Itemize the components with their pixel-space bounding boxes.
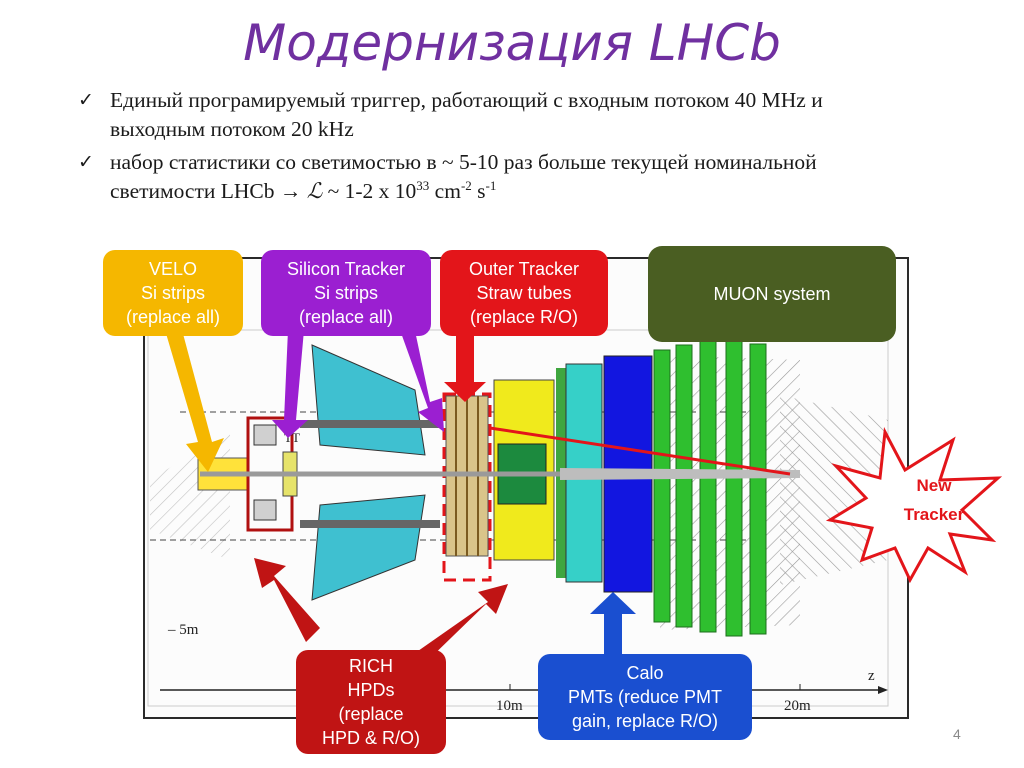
velo-label: VELO Si strips (replace all)	[103, 257, 243, 329]
axis-tick-20m: 20m	[784, 698, 811, 714]
rich-arrow-left	[254, 558, 320, 642]
unit-s: s	[471, 179, 486, 203]
velo-callout-box	[103, 250, 243, 336]
page-number: 4	[953, 726, 961, 742]
magnet-yoke-top	[300, 420, 440, 428]
z-axis-arrow	[878, 686, 888, 694]
bullet-item-luminosity: ✓ набор статистики со светимостью в ~ 5-…	[78, 148, 978, 206]
checkmark-icon: ✓	[78, 89, 94, 111]
rich-callout-box	[296, 650, 446, 754]
calo-callout-box	[538, 654, 752, 740]
velo-label-line3: (replace all)	[125, 307, 221, 327]
rich-arrow-right	[408, 584, 508, 668]
new-tracker-label: New Tracker	[870, 471, 998, 529]
new-tracker-label-line2: Tracker	[903, 505, 965, 524]
bullet-list: ✓ Единый програмируемый триггер, работаю…	[78, 86, 978, 210]
outer-tracker-arrow	[444, 334, 486, 402]
muon-system-label: MUON system	[713, 284, 831, 304]
silicon-tracker-label: Silicon Tracker Si strips (replace all)	[261, 257, 431, 329]
velo-label-line2: Si strips	[140, 283, 205, 303]
muon-station-m4	[699, 339, 717, 633]
beam-pipe-end	[560, 468, 800, 480]
outer-tracker-label-line3: (replace R/O)	[469, 307, 579, 327]
silicon-tracker-label-line1: Silicon Tracker	[286, 259, 406, 279]
bullet-item-trigger: ✓ Единый програмируемый триггер, работаю…	[78, 86, 978, 144]
unit-cm: cm	[429, 179, 461, 203]
calo-label-line2: PMTs (reduce PMT	[567, 687, 723, 707]
exponent-minus1: -1	[485, 177, 497, 193]
velo-label-line1: VELO	[148, 259, 198, 279]
new-tracker-label-line1: New	[916, 476, 952, 495]
silicon-tracker-label-line2: Si strips	[313, 283, 378, 303]
rich-label: RICH HPDs (replace HPD & R/O)	[296, 654, 446, 750]
luminosity-symbol: ℒ	[306, 179, 323, 204]
calo-label-line1: Calo	[626, 663, 664, 683]
calo-label-line3: gain, replace R/O)	[571, 711, 719, 731]
rich-label-line2: HPDs	[347, 680, 395, 700]
checkmark-icon: ✓	[78, 151, 94, 173]
outer-tracker-label: Outer Tracker Straw tubes (replace R/O)	[440, 257, 608, 329]
muon-callout-box	[648, 246, 896, 342]
rich1-mirror-top	[253, 424, 277, 446]
exponent-33: 33	[416, 177, 430, 193]
outer-tracker-label-line2: Straw tubes	[476, 283, 572, 303]
silicon-tracker-callout-box	[261, 250, 431, 336]
rich-label-line4: HPD & R/O)	[321, 728, 420, 748]
calo-label: Calo PMTs (reduce PMT gain, replace R/O)	[538, 661, 752, 733]
axis-tick-10m: 10m	[496, 698, 523, 714]
muon-station-m3	[675, 344, 693, 628]
outer-tracker-callout-box	[440, 250, 608, 336]
bullet-text-line2: выходным потоком 20 kHz	[110, 117, 354, 141]
muon-station-m5	[725, 335, 743, 637]
rich-label-line1: RICH	[349, 656, 393, 676]
calo-arrow	[590, 592, 636, 656]
exponent-minus2: -2	[460, 177, 472, 193]
muon-station-m6	[749, 343, 767, 635]
bullet-text-line1: Единый програмируемый триггер, работающи…	[110, 88, 823, 112]
silicon-arrow-right	[400, 326, 444, 432]
bullet-text-line2-pre: светимости LHCb →	[110, 179, 307, 203]
axis-label-z: z	[868, 668, 875, 684]
bullet-text-line1: набор статистики со светимостью в ~ 5-10…	[110, 150, 817, 174]
new-tracker-ray	[489, 426, 791, 476]
outer-tracker-label-line1: Outer Tracker	[468, 259, 580, 279]
axis-tick-minus5m: – 5m	[167, 622, 199, 638]
new-tracker-starburst-icon	[825, 426, 1003, 584]
shield-hatch	[780, 395, 888, 585]
muon-station-m2	[653, 349, 671, 623]
rich-label-line3: (replace	[338, 704, 404, 724]
rich1-mirror-bottom	[253, 499, 277, 521]
silicon-arrow-left	[272, 330, 308, 438]
slide-title: Модернизация LHCb	[243, 14, 781, 72]
velo-arrow	[165, 330, 224, 472]
magnet-yoke-bottom	[300, 520, 440, 528]
bullet-text-line2-mid: ~ 1-2 x 10	[322, 179, 417, 203]
silicon-tracker-label-line3: (replace all)	[298, 307, 394, 327]
